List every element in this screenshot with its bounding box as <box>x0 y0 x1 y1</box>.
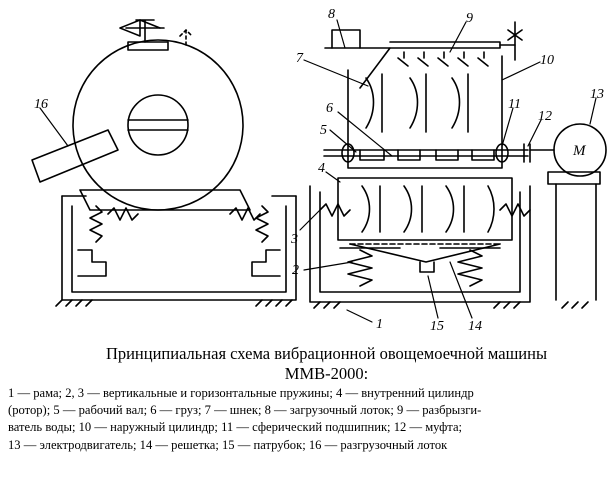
callout-3: 3 <box>290 232 298 247</box>
inner-rotor <box>337 177 513 241</box>
legend-line: ватель воды; 10 — наружный цилиндр; 11 —… <box>8 420 463 435</box>
callout-9: 9 <box>466 11 473 26</box>
title-line-1: Принципиальная схема вибрационной овощем… <box>105 344 548 363</box>
outlet-pipe <box>419 261 435 273</box>
callout-15: 15 <box>430 319 444 334</box>
callout-6: 6 <box>326 101 333 116</box>
side-view <box>31 19 297 307</box>
callout-5: 5 <box>320 123 327 138</box>
callout-1: 1 <box>376 317 383 332</box>
callout-16: 16 <box>34 97 48 112</box>
callout-12: 12 <box>538 109 552 124</box>
legend-line: 13 — электродвигатель; 14 — решетка; 15 … <box>8 437 448 452</box>
callout-8: 8 <box>328 7 335 22</box>
callout-4: 4 <box>318 161 325 176</box>
callout-10: 10 <box>540 53 554 68</box>
drum-circle <box>72 39 244 211</box>
callouts: 1 2 3 4 5 6 7 8 9 10 11 12 13 14 15 16 M <box>34 7 604 334</box>
vertical-spring <box>347 249 373 287</box>
machine-schematic: 1 2 3 4 5 6 7 8 9 10 11 12 13 14 15 16 M <box>31 7 607 334</box>
callout-14: 14 <box>468 319 482 334</box>
spring-left <box>89 205 103 243</box>
callout-2: 2 <box>292 263 299 278</box>
title-line-2: ММВ-2000: <box>284 364 369 383</box>
spring-right <box>255 205 269 243</box>
motor-label: M <box>572 143 587 159</box>
callout-7: 7 <box>296 51 304 66</box>
unloading-chute <box>31 129 119 183</box>
callout-13: 13 <box>590 87 604 102</box>
legend-line: (ротор); 5 — рабочий вал; 6 — груз; 7 — … <box>8 403 482 418</box>
figure-title: Принципиальная схема вибрационной овощем… <box>0 344 611 384</box>
outer-cylinder <box>347 55 503 169</box>
legend-line: 1 — рама; 2, 3 — вертикальные и горизонт… <box>8 386 474 400</box>
section-view <box>309 21 607 309</box>
callout-11: 11 <box>508 97 521 112</box>
figure-legend: 1 — рама; 2, 3 — вертикальные и горизонт… <box>8 385 606 454</box>
leader-lines <box>39 19 597 323</box>
